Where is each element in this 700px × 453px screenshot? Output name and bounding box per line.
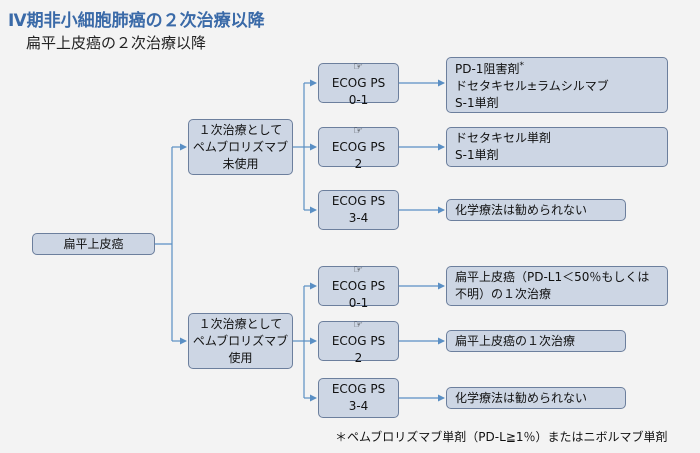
treatment-line: 化学療法は勧められない <box>455 202 588 217</box>
pointing-hand-icon: ☞ <box>353 317 363 331</box>
pointing-hand-icon: ☞ <box>353 123 363 137</box>
ps-node-label: ECOG PS <box>331 382 386 396</box>
treatment-line: ドセタキセル単剤 <box>455 131 552 145</box>
treatment-u3: 化学療法は勧められない <box>446 199 626 221</box>
branch-node-used: １次治療として ペムブロリズマブ 使用 <box>188 313 293 369</box>
root-node: 扁平上皮癌 <box>32 233 155 255</box>
ps-node-label: ECOG PS <box>331 278 386 293</box>
branch-node-line: ペムブロリズマブ <box>192 139 289 154</box>
ps-node-d1: ☞ ECOG PS 0-1 <box>318 263 399 310</box>
footnote: ＊ペムブロリズマブ単剤（PD-L≧1％）またはニボルマブ単剤 <box>335 430 668 444</box>
pointing-hand-icon: ☞ <box>353 262 363 276</box>
treatment-d1: 扁平上皮癌（PD-L1＜50％もしくは 不明）の１次治療 <box>446 266 668 306</box>
ps-node-u3: ECOG PS 3-4 <box>318 190 399 230</box>
ps-node-u2: ☞ ECOG PS 2 <box>318 124 399 171</box>
ps-node-value: 0-1 <box>348 92 369 107</box>
treatment-d3: 化学療法は勧められない <box>446 387 626 409</box>
branch-node-line: １次治療として <box>198 316 283 331</box>
branch-node-line: 使用 <box>228 350 253 365</box>
ps-node-label: ECOG PS <box>331 75 386 90</box>
ps-node-value: 2 <box>354 350 363 365</box>
branch-node-line: 未使用 <box>222 156 259 171</box>
footnote-marker: * <box>519 61 524 71</box>
treatment-line: 扁平上皮癌の１次治療 <box>455 333 576 348</box>
treatment-line: ドセタキセル±ラムシルマブ <box>455 79 609 93</box>
ps-node-value: 2 <box>354 156 363 171</box>
ps-node-label: ECOG PS <box>331 333 386 348</box>
branch-node-unused: １次治療として ペムブロリズマブ 未使用 <box>188 119 293 175</box>
treatment-line: 扁平上皮癌（PD-L1＜50％もしくは <box>455 270 650 284</box>
treatment-u1: PD-1阻害剤* ドセタキセル±ラムシルマブ S-1単剤 <box>446 57 668 113</box>
ps-node-u1: ☞ ECOG PS 0-1 <box>318 60 399 107</box>
treatment-line: PD-1阻害剤 <box>455 62 520 76</box>
branch-node-line: ペムブロリズマブ <box>192 333 289 348</box>
page-title: Ⅳ期非小細胞肺癌の２次治療以降 <box>8 11 265 31</box>
ps-node-label: ECOG PS <box>331 194 386 208</box>
treatment-line: 化学療法は勧められない <box>455 390 588 405</box>
ps-node-d2: ☞ ECOG PS 2 <box>318 318 399 365</box>
ps-node-label: ECOG PS <box>331 139 386 154</box>
treatment-line: S-1単剤 <box>455 96 499 110</box>
treatment-u2: ドセタキセル単剤 S-1単剤 <box>446 127 668 167</box>
ps-node-d3: ECOG PS 3-4 <box>318 378 399 418</box>
treatment-line: S-1単剤 <box>455 148 499 162</box>
ps-node-value: 3-4 <box>348 399 369 413</box>
page-subtitle: 扁平上皮癌の２次治療以降 <box>26 34 207 52</box>
treatment-line: 不明）の１次治療 <box>455 287 552 301</box>
ps-node-value: 3-4 <box>348 211 369 225</box>
root-node-label: 扁平上皮癌 <box>63 236 124 251</box>
treatment-d2: 扁平上皮癌の１次治療 <box>446 330 626 352</box>
pointing-hand-icon: ☞ <box>353 59 363 73</box>
ps-node-value: 0-1 <box>348 295 369 310</box>
branch-node-line: １次治療として <box>198 122 283 137</box>
